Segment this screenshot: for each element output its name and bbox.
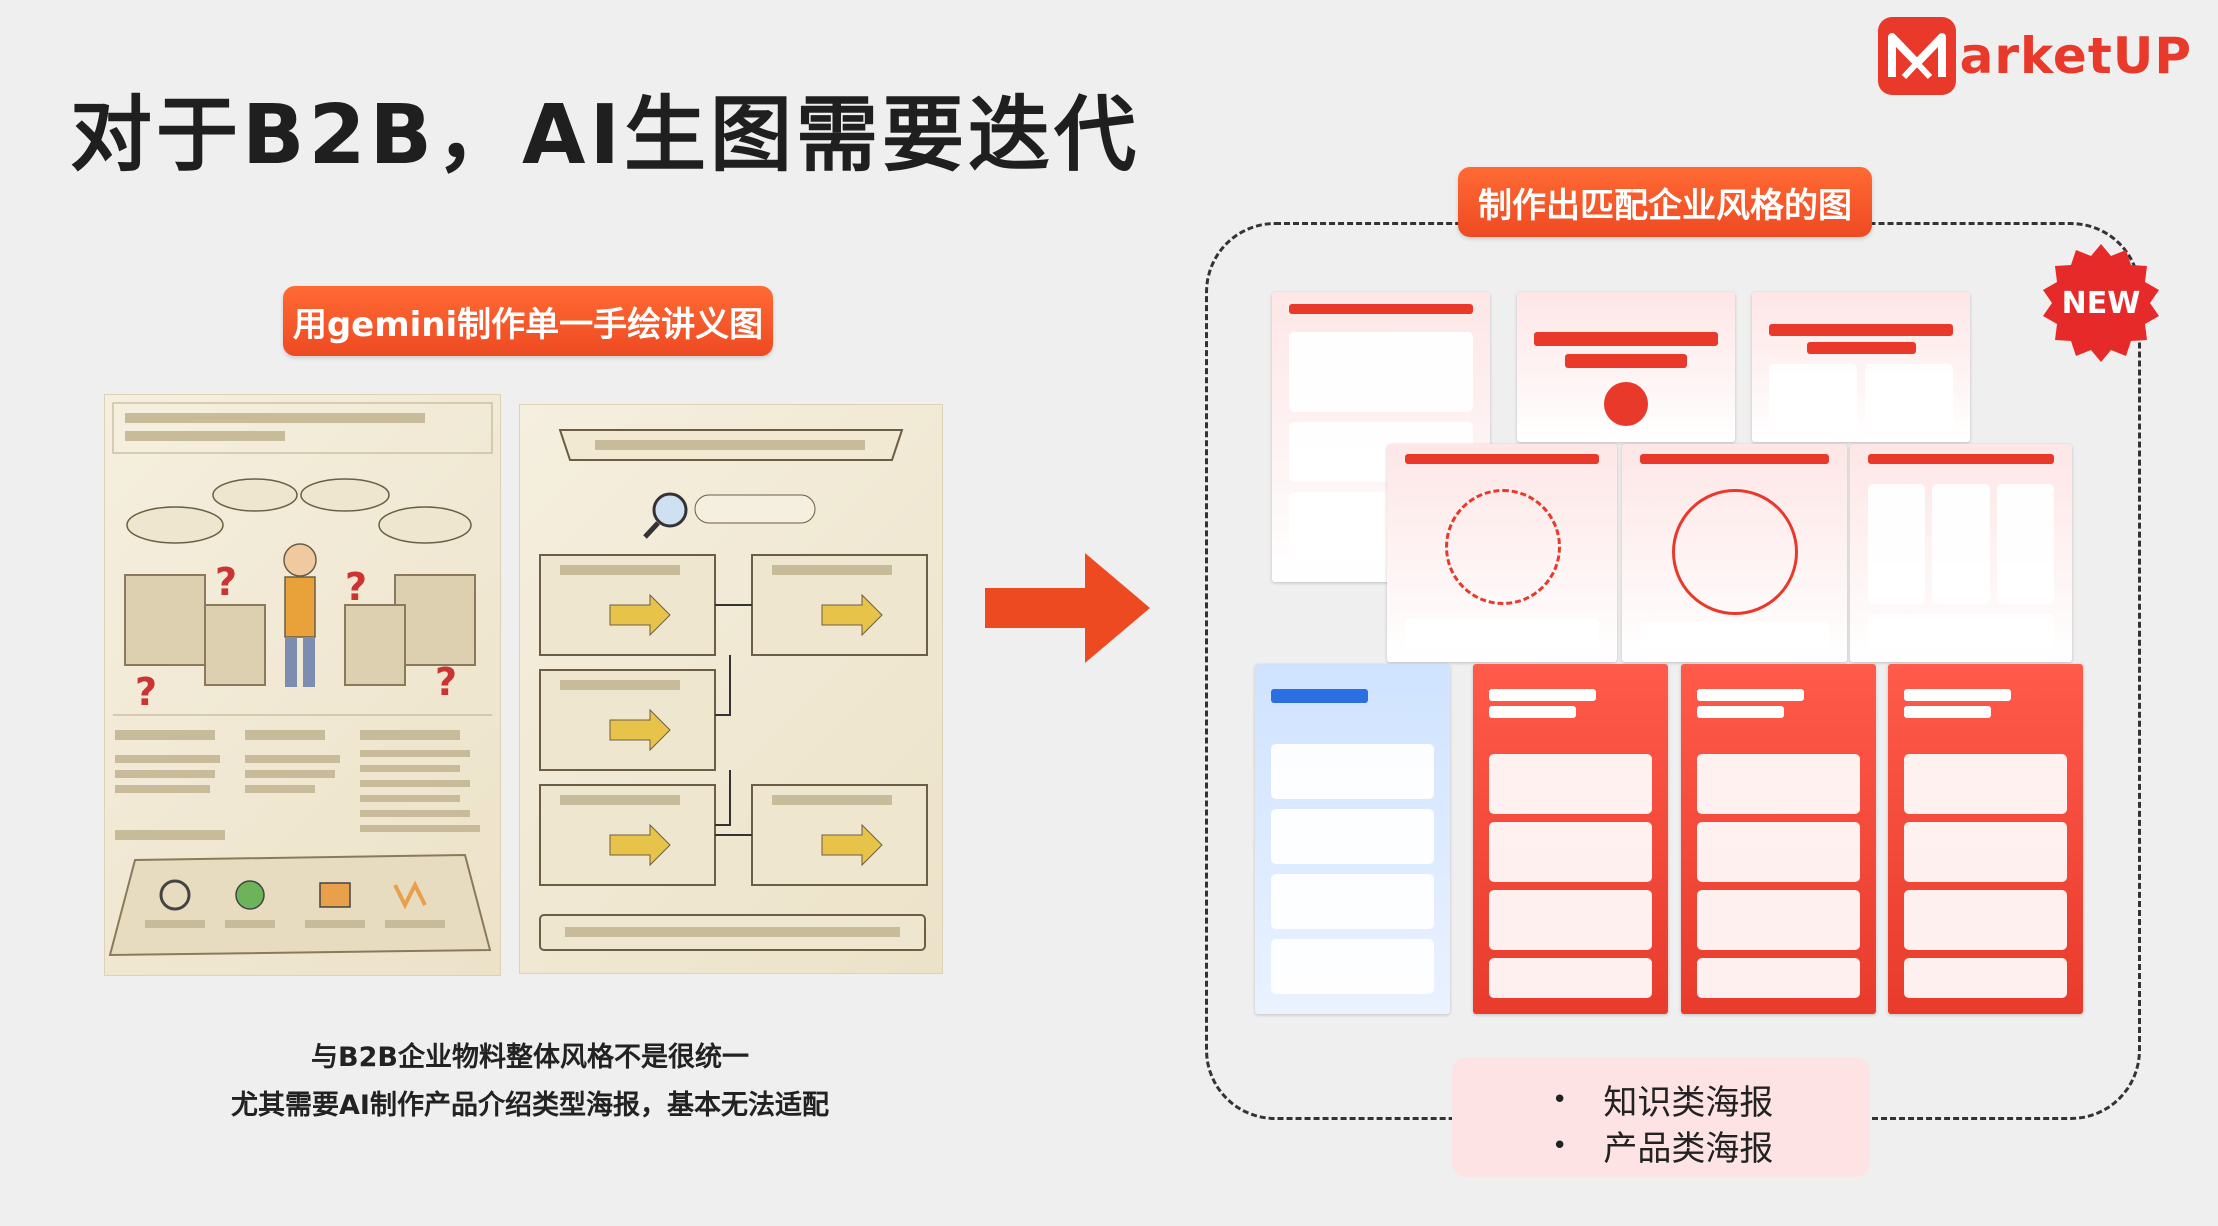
poster-thumbnail-ai-features-1 xyxy=(1473,664,1668,1014)
svg-text:?: ? xyxy=(435,660,457,704)
svg-text:?: ? xyxy=(345,565,367,609)
brand-logo: arketUP xyxy=(1877,16,2192,96)
svg-text:?: ? xyxy=(215,560,237,604)
m-logo-icon xyxy=(1877,17,1956,95)
bullet-icon: • xyxy=(1552,1130,1568,1161)
page-title: 对于B2B，AI生图需要迭代 xyxy=(70,88,1141,183)
left-caption-line-2: 尤其需要AI制作产品介绍类型海报，基本无法适配 xyxy=(231,1090,829,1121)
list-item-label: 知识类海报 xyxy=(1603,1083,1774,1123)
right-section-label: 制作出匹配企业风格的图 xyxy=(1458,167,1872,237)
left-section-label: 用gemini制作单一手绘讲义图 xyxy=(283,286,773,356)
new-badge-label: NEW xyxy=(2062,286,2141,321)
poster-thumbnail-ai-features-2 xyxy=(1681,664,1876,1014)
poster-thumbnail-geo-challenges xyxy=(1272,292,1490,582)
logo-text: arketUP xyxy=(1959,27,2192,85)
right-arrow-icon xyxy=(985,553,1150,663)
list-item-label: 产品类海报 xyxy=(1603,1129,1774,1169)
hand-drawn-poster-journey: ?? ?? xyxy=(105,395,500,975)
poster-thumbnail-build-center xyxy=(1850,444,2072,662)
poster-thumbnail-content-center xyxy=(1517,292,1735,442)
poster-thumbnail-ai-features-3 xyxy=(1888,664,2083,1014)
hand-drawn-poster-checklist xyxy=(520,405,942,973)
bullet-icon: • xyxy=(1552,1084,1568,1115)
new-badge: NEW xyxy=(2043,244,2159,362)
svg-text:?: ? xyxy=(135,670,157,714)
left-caption-line-1: 与B2B企业物料整体风格不是很统一 xyxy=(311,1042,749,1073)
poster-thumbnail-exhibition xyxy=(1255,664,1450,1014)
list-item: • 知识类海报 xyxy=(1552,1075,1773,1124)
poster-thumbnail-seo-geo xyxy=(1752,292,1970,442)
poster-type-list: • 知识类海报 • 产品类海报 xyxy=(1452,1057,1870,1177)
poster-thumbnail-geo-vs-seo xyxy=(1387,444,1617,662)
list-item: • 产品类海报 xyxy=(1552,1121,1773,1170)
poster-thumbnail-content-core xyxy=(1622,444,1847,662)
